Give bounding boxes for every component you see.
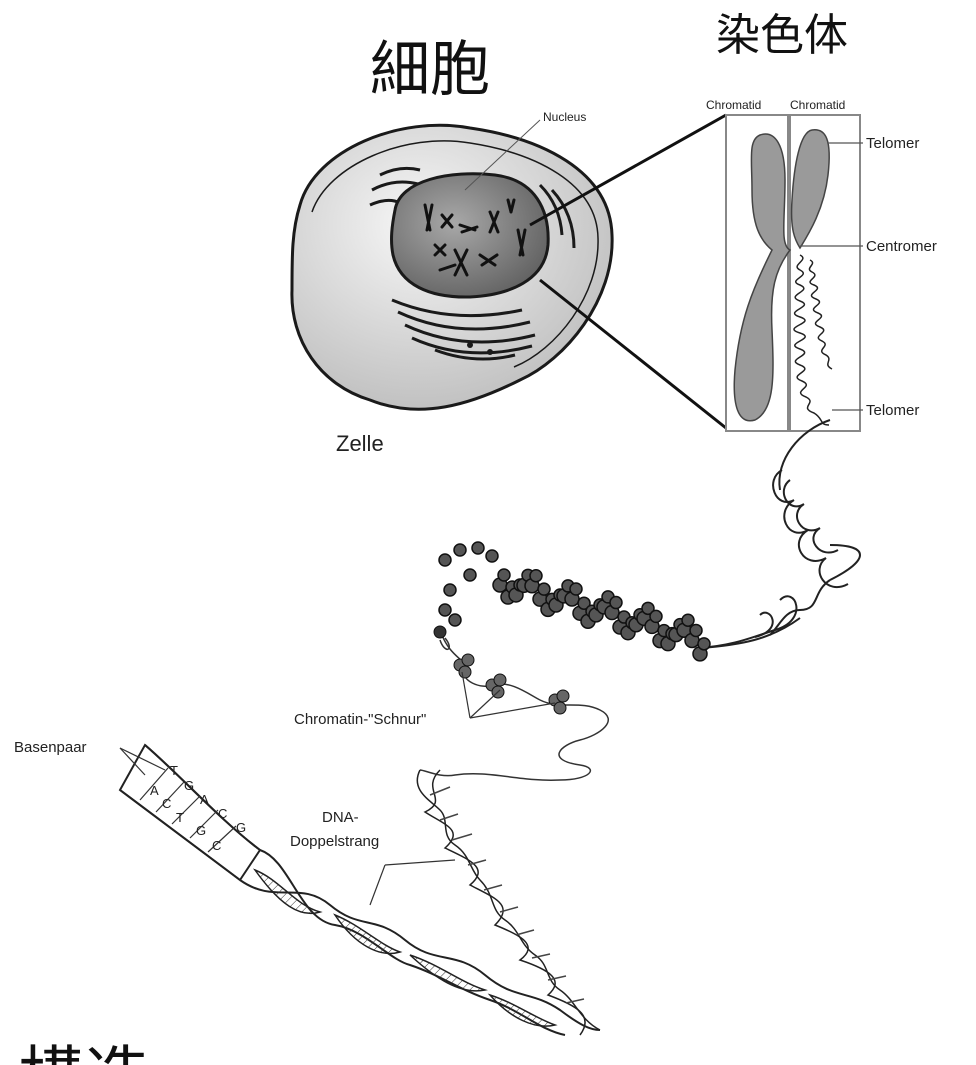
dna-pointer-lines — [370, 860, 455, 905]
nucleosome-bead — [610, 597, 622, 609]
base-letter: A — [150, 783, 159, 798]
zoom-line-bottom — [540, 280, 726, 428]
label-centromer: Centromer — [866, 238, 937, 255]
label-cell: Zelle — [336, 431, 384, 456]
nucleosome-bead — [682, 614, 694, 626]
base-letter: C — [162, 796, 171, 811]
label-dna-line2: Doppelstrang — [290, 833, 379, 850]
chromosome-panel: Chromatid Chromatid Telomer Centromer Te… — [706, 98, 937, 431]
nucleosome-bead — [439, 554, 451, 566]
base-letter: G — [236, 820, 246, 835]
nucleosome-bead — [530, 570, 542, 582]
base-letter: T — [170, 763, 178, 778]
nucleosome-bead — [439, 604, 451, 616]
nucleosome-bead — [472, 542, 484, 554]
solenoid-fiber — [439, 542, 710, 661]
nucleosome-bead — [570, 583, 582, 595]
nucleosome-bead — [449, 614, 461, 626]
nucleosome-clusters — [434, 626, 569, 714]
label-telomer-top: Telomer — [866, 135, 919, 152]
chromatin-pointer-lines — [462, 672, 555, 718]
label-chromatid-left: Chromatid — [706, 98, 761, 112]
label-nucleus: Nucleus — [543, 110, 586, 124]
label-base-pair: Basenpaar — [14, 739, 87, 756]
nucleosome-bead — [498, 569, 510, 581]
base-letter: C — [218, 806, 227, 821]
nucleosome-bead — [698, 638, 710, 650]
base-letter: T — [176, 810, 184, 825]
base-letter: G — [184, 778, 194, 793]
title-cell: 細胞 — [370, 35, 490, 105]
label-chromatid-right: Chromatid — [790, 98, 845, 112]
structure-title-partial: 構造 — [18, 1039, 150, 1065]
nucleosome-bead — [444, 584, 456, 596]
dna-helix-upper — [417, 770, 600, 1035]
nucleosome-bead — [454, 544, 466, 556]
cell-drawing: Nucleus Zelle — [292, 110, 612, 456]
title-chromosome: 染色体 — [716, 10, 848, 61]
nucleosome-bead — [690, 624, 702, 636]
chromatin-string — [420, 630, 608, 780]
base-letter: A — [200, 792, 209, 807]
label-dna-line1: DNA- — [322, 809, 359, 826]
supercoil — [700, 420, 860, 648]
nucleosome-bead — [464, 569, 476, 581]
nucleosome-bead — [538, 583, 550, 595]
nucleosome-bead — [486, 550, 498, 562]
base-letter: G — [196, 823, 206, 838]
nucleosome-bead — [650, 610, 662, 622]
label-chromatin-string: Chromatin-"Schnur" — [294, 711, 426, 728]
base-letter: C — [212, 838, 221, 853]
label-telomer-bottom: Telomer — [866, 402, 919, 419]
